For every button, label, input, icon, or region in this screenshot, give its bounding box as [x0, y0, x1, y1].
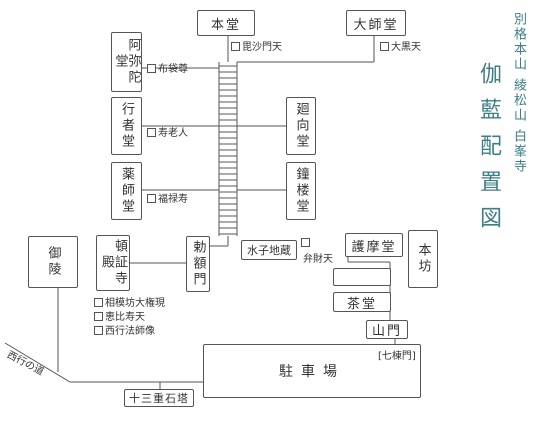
parking-lot: 駐車場 [203, 344, 421, 398]
note-hoteison: 布袋尊 [147, 64, 188, 76]
building-tonshoji: 頓証寺殿 [96, 235, 130, 291]
main-title: 伽藍配置図 [476, 62, 501, 242]
building-mizuko-jizo: 水子地蔵 [241, 240, 297, 260]
building-yakushido: 薬師堂 [111, 162, 142, 220]
note-sagamibo: 相模坊大権現 [94, 298, 165, 310]
note-jurojin: 寿老人 [147, 128, 188, 140]
building-gomado: 護摩堂 [345, 233, 403, 257]
note-benzaiten [301, 238, 339, 250]
building-jusanju: 十三重石塔 [124, 389, 194, 407]
note-daikokuten: 大黒天 [380, 42, 421, 54]
building-amidado: 阿弥陀堂 [111, 32, 142, 92]
building-sanmon: 山門 [366, 320, 408, 339]
note-fukurokuju: 福禄寿 [147, 194, 188, 206]
building-blank [333, 268, 391, 286]
building-kojido: 廻向堂 [286, 97, 316, 155]
building-hondo: 本堂 [197, 10, 255, 36]
building-honbo: 本坊 [408, 230, 438, 288]
building-chokugakumon: 勅額門 [186, 236, 210, 292]
subtitle-temple-name: 別格本山 綾松山 白峯寺 [511, 12, 526, 175]
note-benzaiten-label: 弁財天 [303, 254, 333, 265]
note-bishamonten: 毘沙門天 [231, 42, 282, 54]
building-shoro: 鐘楼堂 [286, 162, 316, 220]
note-saigyo-zo: 西行法師像 [94, 326, 155, 338]
building-gyojado: 行者堂 [111, 97, 142, 155]
stair-rungs [219, 65, 237, 235]
building-daishido: 大師堂 [346, 10, 406, 36]
building-goryo: 御陵 [28, 236, 78, 288]
building-chado: 茶堂 [333, 292, 391, 312]
note-ebisuten: 恵比寿天 [94, 312, 145, 324]
label-shichimunemon: [七棟門] [378, 351, 416, 362]
